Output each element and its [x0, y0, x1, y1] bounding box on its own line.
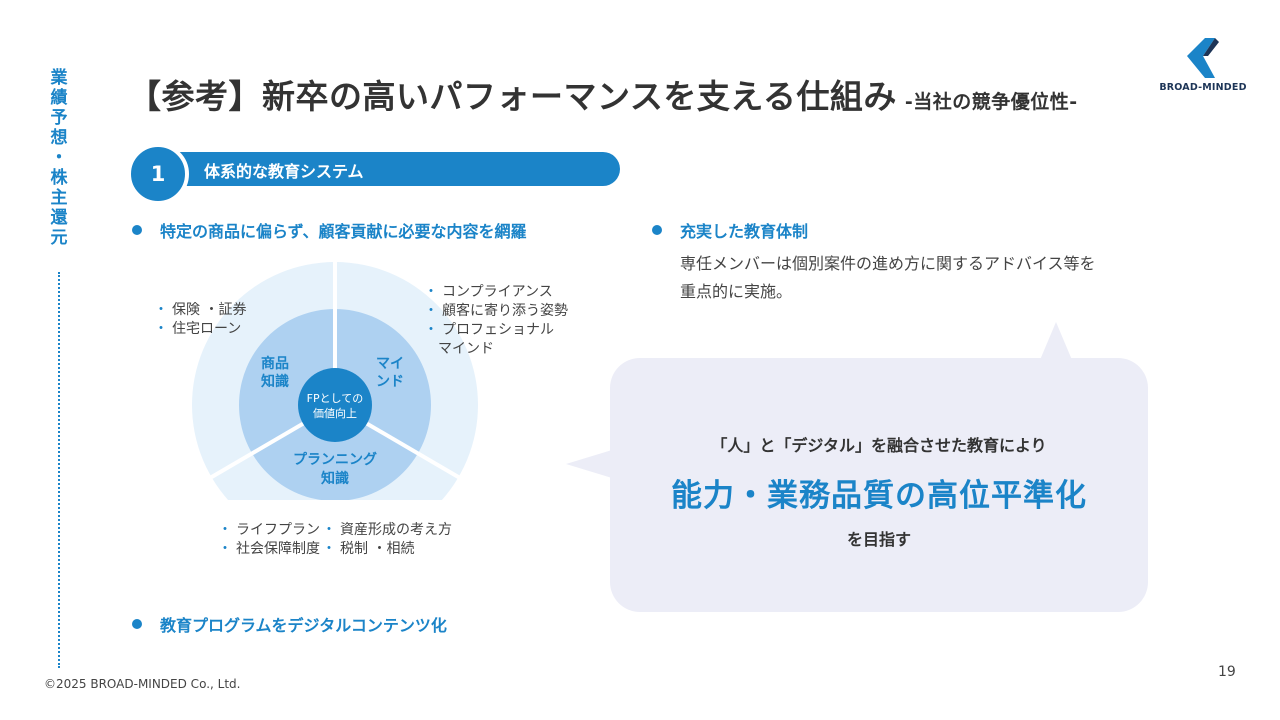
support-description: 専任メンバーは個別案件の進め方に関するアドバイス等を 重点的に実施。: [680, 250, 1096, 306]
page-title: 【参考】新卒の高いパフォーマンスを支える仕組み -当社の競争優位性-: [128, 70, 1078, 118]
section-header-bar: 体系的な教育システム: [150, 152, 620, 186]
side-dotted-divider: [58, 272, 60, 668]
side-label-char: 元: [50, 228, 68, 248]
side-label-char: ・: [50, 148, 68, 168]
note-item: マインド: [424, 340, 568, 359]
side-section-label: 業 績 予 想 ・ 株 主 還 元: [44, 68, 74, 248]
side-label-char: 予: [50, 108, 68, 128]
note-item: ・保険 ・証券: [154, 301, 246, 320]
side-label-char: 想: [50, 128, 68, 148]
note-text: コンプライアンス: [442, 284, 553, 300]
bullet-curriculum-text: 特定の商品に偏らず、顧客貢献に必要な内容を網羅: [160, 222, 527, 241]
bullet-dot-icon: [132, 619, 142, 629]
note-bullet-icon: ・: [424, 284, 438, 300]
bullet-support: 充実した教育体制: [652, 218, 808, 242]
section-number-badge: 1: [127, 143, 189, 205]
side-label-char: 業: [50, 68, 68, 88]
wheel-label-product: 商品: [261, 355, 289, 372]
notes-product: ・保険 ・証券 ・住宅ローン: [154, 301, 246, 339]
note-item: ・顧客に寄り添う姿勢: [424, 302, 568, 321]
bullet-support-text: 充実した教育体制: [680, 222, 809, 241]
section-header-label: 体系的な教育システム: [204, 162, 364, 181]
support-description-line: 重点的に実施。: [680, 282, 793, 301]
note-bullet-icon: ・: [218, 522, 232, 538]
wheel-center-line: 価値向上: [313, 406, 357, 420]
wheel-label-planning: 知識: [321, 470, 349, 487]
note-bullet-icon: ・: [218, 541, 232, 557]
note-item: ・住宅ローン: [154, 320, 246, 339]
note-item: ・社会保障制度・税制 ・相続: [218, 540, 452, 559]
note-text: 住宅ローン: [172, 321, 242, 337]
bullet-digital-text: 教育プログラムをデジタルコンテンツ化: [160, 616, 447, 635]
side-label-char: 株: [50, 168, 68, 188]
note-text: ライフプラン: [236, 522, 320, 538]
notes-mind: ・コンプライアンス ・顧客に寄り添う姿勢 ・プロフェショナル マインド: [424, 283, 568, 359]
callout-line3: を目指す: [846, 530, 911, 549]
note-text: 保険 ・証券: [172, 302, 247, 318]
wheel-label-mind: ンド: [376, 374, 404, 390]
page-number: 19: [1218, 664, 1236, 680]
logo-mark-icon: [1187, 38, 1219, 78]
page-title-text: 【参考】新卒の高いパフォーマンスを支える仕組み: [128, 77, 897, 116]
page-subtitle: -当社の競争優位性-: [904, 91, 1078, 113]
wheel-label-mind: マイ: [376, 356, 404, 372]
wheel-center-line: FPとしての: [307, 392, 364, 405]
callout-pointer-top: [1040, 322, 1072, 360]
note-item: ・プロフェショナル: [424, 321, 568, 340]
note-text: 税制 ・相続: [340, 541, 415, 557]
logo-text: BROAD-MINDED: [1159, 82, 1247, 93]
note-item: ・コンプライアンス: [424, 283, 568, 302]
callout-bubble-body: [610, 358, 1148, 612]
notes-planning: ・ライフプラン・資産形成の考え方 ・社会保障制度・税制 ・相続: [218, 521, 452, 559]
note-item: ・ライフプラン・資産形成の考え方: [218, 521, 452, 540]
bullet-dot-icon: [132, 225, 142, 235]
note-text: 顧客に寄り添う姿勢: [442, 303, 568, 319]
note-text: プロフェショナル: [442, 322, 554, 338]
callout-pointer-left: [566, 450, 612, 478]
note-bullet-icon: ・: [424, 322, 438, 338]
copyright: ©2025 BROAD-MINDED Co., Ltd.: [44, 677, 241, 691]
note-text: マインド: [438, 341, 494, 357]
side-label-char: 還: [50, 208, 68, 228]
wheel-label-planning: プランニング: [293, 451, 377, 468]
note-text: 資産形成の考え方: [340, 522, 452, 538]
side-label-char: 績: [50, 88, 68, 108]
wheel-label-product: 知識: [261, 373, 289, 390]
note-bullet-icon: ・: [322, 522, 336, 538]
company-logo: BROAD-MINDED: [1158, 36, 1248, 93]
side-label-char: 主: [50, 188, 68, 208]
note-text: 社会保障制度: [236, 541, 320, 557]
support-description-line: 専任メンバーは個別案件の進め方に関するアドバイス等を: [680, 254, 1096, 273]
bullet-digital: 教育プログラムをデジタルコンテンツ化: [132, 612, 447, 636]
education-wheel-diagram: FPとしての 価値向上 商品 知識 マイ ンド プランニング 知識: [192, 260, 478, 500]
callout-headline: 能力・業務品質の高位平準化: [671, 478, 1087, 514]
note-bullet-icon: ・: [154, 321, 168, 337]
bullet-dot-icon: [652, 225, 662, 235]
bullet-curriculum: 特定の商品に偏らず、顧客貢献に必要な内容を網羅: [132, 218, 527, 242]
note-bullet-icon: ・: [154, 302, 168, 318]
note-bullet-icon: ・: [424, 303, 438, 319]
note-bullet-icon: ・: [322, 541, 336, 557]
wheel-center: [298, 368, 372, 442]
callout-line1: 「人」と「デジタル」を融合させた教育により: [711, 436, 1047, 455]
